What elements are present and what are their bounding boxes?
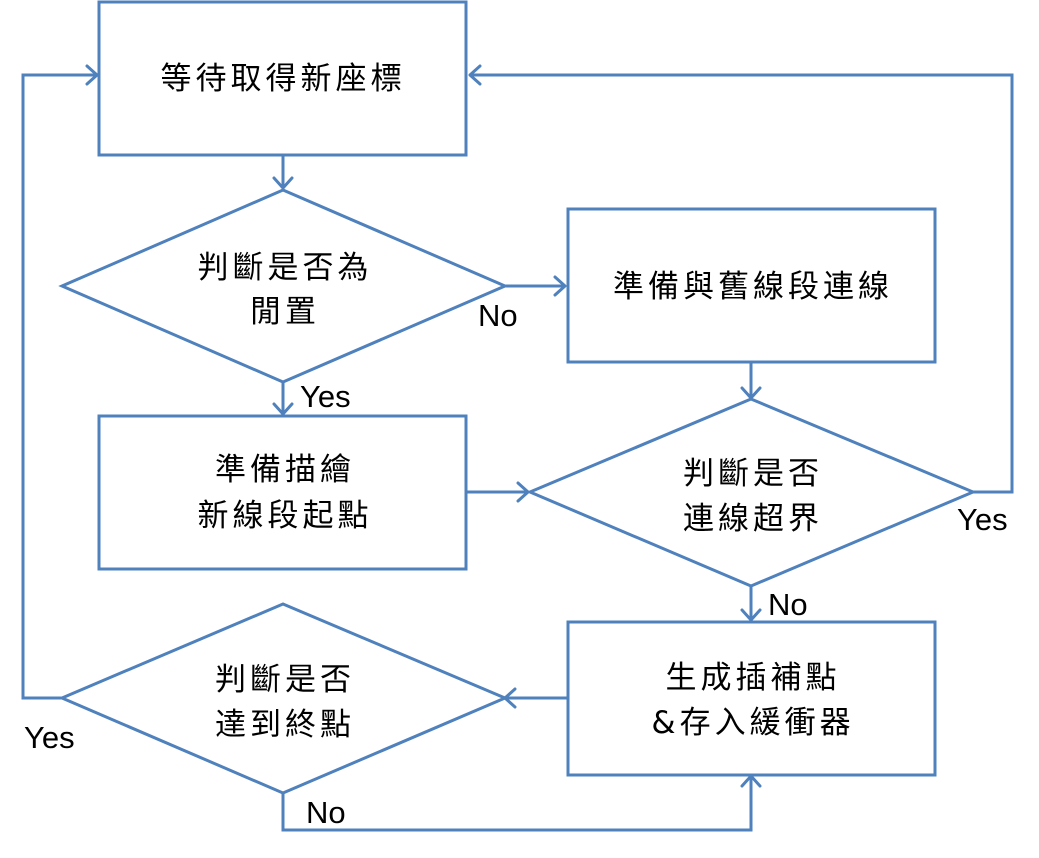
label-bounds-no: No <box>768 587 808 622</box>
connector-end-yes-loop <box>21 73 97 700</box>
node-wait-text: 等待取得新座標 <box>161 61 406 97</box>
label-end-yes: Yes <box>24 720 75 755</box>
connector-end-no-loop <box>281 776 753 832</box>
node-out-of-bounds-text-1: 判斷是否 <box>683 456 823 492</box>
arrowhead <box>85 64 99 86</box>
node-wait-box <box>97 0 468 157</box>
node-gen-points-text-2: &存入緩衝器 <box>651 705 854 741</box>
node-out-of-bounds-text-2: 連線超界 <box>683 501 823 537</box>
node-connect-old-text: 準備與舊線段連線 <box>613 269 893 305</box>
node-gen-points-box <box>566 620 937 777</box>
node-out-of-bounds-diamond <box>526 397 977 588</box>
label-idle-yes: Yes <box>300 379 351 414</box>
label-end-no: No <box>306 795 346 830</box>
node-prep-start-box <box>97 414 468 571</box>
arrowhead <box>468 64 482 86</box>
node-prep-start-text-2: 新線段起點 <box>198 498 373 534</box>
arrowhead <box>272 402 294 416</box>
node-reached-end-diamond <box>58 602 509 795</box>
arrowhead <box>272 176 294 190</box>
node-gen-points-text-1: 生成插補點 <box>666 660 841 696</box>
label-bounds-yes: Yes <box>957 502 1008 537</box>
node-prep-start-text-1: 準備描繪 <box>215 452 355 488</box>
node-is-idle-text-2: 閒置 <box>250 294 320 330</box>
node-is-idle-text-1: 判斷是否為 <box>198 250 373 286</box>
arrowhead <box>740 608 762 622</box>
connector-bounds-yes-loop <box>470 73 1014 494</box>
node-reached-end-text-1: 判斷是否 <box>215 662 355 698</box>
node-reached-end-text-2: 達到終點 <box>215 707 355 743</box>
node-connect-old-box <box>566 207 937 364</box>
node-is-idle-diamond <box>58 188 509 384</box>
arrowhead <box>553 275 567 297</box>
label-idle-no: No <box>478 298 518 333</box>
